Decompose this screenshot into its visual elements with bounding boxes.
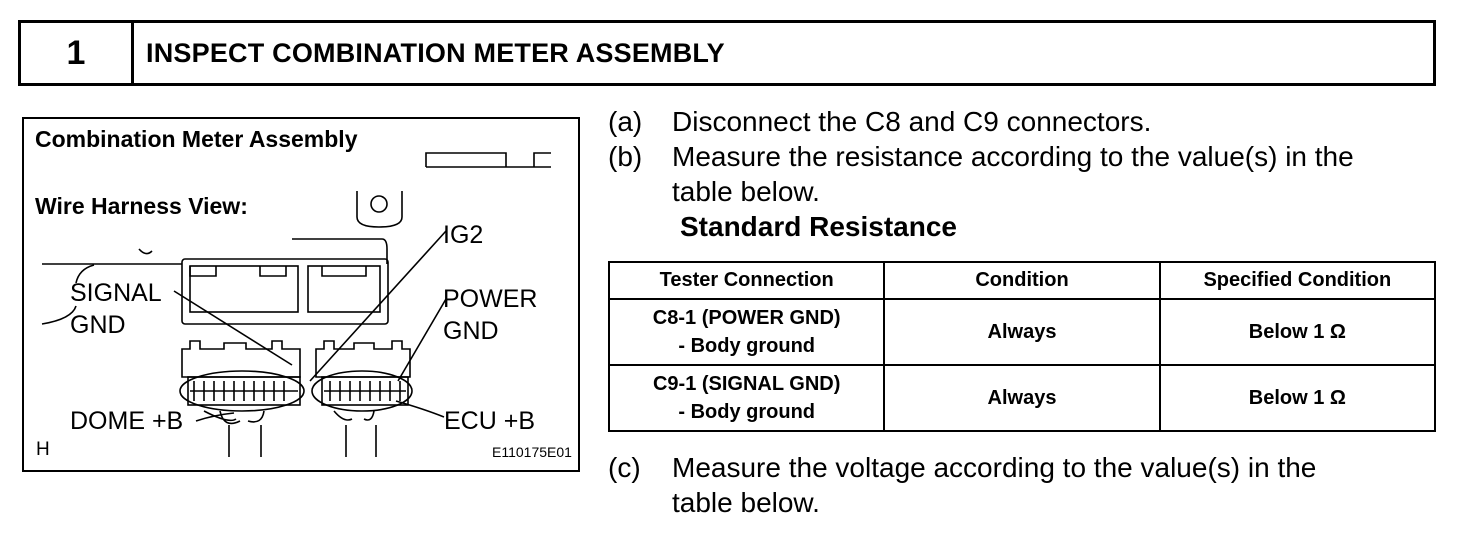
instruction-text: table below. (672, 176, 820, 207)
connector-figure: Combination Meter Assembly Wire Harness … (22, 117, 580, 472)
leader-ecu (395, 400, 445, 418)
instruction-mark: (b) (608, 141, 643, 172)
upper-connector-housing (181, 258, 389, 325)
step-title: INSPECT COMBINATION METER ASSEMBLY (146, 37, 725, 68)
instruction-text: table below. (672, 487, 820, 518)
table-row: C9-1 (SIGNAL GND) - Body ground Always B… (607, 364, 1437, 432)
mounting-hole (370, 195, 388, 213)
connector-c9 (181, 340, 301, 378)
connection-line: - Body ground (678, 335, 815, 357)
leader-signal (173, 290, 293, 366)
label-dome: DOME +B (70, 407, 184, 435)
wire-harness-right (333, 410, 375, 421)
instruction-mark: (a) (608, 106, 643, 137)
standard-resistance-title: Standard Resistance (680, 211, 957, 242)
step-header: 1 INSPECT COMBINATION METER ASSEMBLY (18, 20, 1436, 86)
label-power: POWER (443, 285, 538, 313)
label-gnd-right: GND (443, 317, 499, 345)
table-row: C8-1 (POWER GND) - Body ground Always Be… (607, 298, 1437, 366)
leader-ig2 (309, 230, 447, 382)
figure-corner-label: H (36, 439, 50, 460)
table-header-row: Tester Connection Condition Specified Co… (607, 261, 1437, 300)
step-number: 1 (21, 23, 134, 83)
leader-dome (195, 412, 235, 422)
connection-line: C9-1 (SIGNAL GND) (652, 373, 841, 395)
connection-line: C8-1 (POWER GND) (652, 307, 841, 329)
instruction-text: Measure the resistance according to the … (672, 141, 1354, 172)
header-condition: Condition (883, 261, 1161, 300)
resistance-table: Tester Connection Condition Specified Co… (607, 261, 1437, 432)
label-ecu: ECU +B (444, 407, 536, 435)
figure-code: E110175E01 (492, 444, 572, 460)
instruction-text: Disconnect the C8 and C9 connectors. (672, 106, 1152, 137)
figure-view-label: Wire Harness View: (35, 193, 248, 219)
instruction-mark: (c) (608, 452, 641, 483)
wire-harness-left (203, 410, 265, 425)
mounting-bracket (356, 191, 403, 228)
connector-c8 (315, 340, 411, 378)
cell-specified: Below 1 Ω (1158, 298, 1437, 366)
label-gnd-left: GND (70, 311, 126, 339)
header-tester-connection: Tester Connection (607, 261, 886, 300)
label-signal: SIGNAL (70, 279, 162, 307)
cell-connection: C9-1 (SIGNAL GND) - Body ground (607, 364, 886, 432)
meter-outline-icon (425, 152, 551, 168)
figure-title: Combination Meter Assembly (35, 126, 358, 152)
label-ig2: IG2 (443, 221, 484, 249)
cell-connection: C8-1 (POWER GND) - Body ground (607, 298, 886, 366)
back-cover-outline (292, 238, 388, 264)
cell-condition: Always (883, 364, 1161, 432)
cell-condition: Always (883, 298, 1161, 366)
leader-power (397, 298, 447, 382)
connector-illustration (41, 152, 551, 457)
cell-specified: Below 1 Ω (1158, 364, 1437, 432)
instruction-text: Measure the voltage according to the val… (672, 452, 1317, 483)
header-specified-condition: Specified Condition (1158, 261, 1437, 300)
connection-line: - Body ground (678, 401, 815, 423)
